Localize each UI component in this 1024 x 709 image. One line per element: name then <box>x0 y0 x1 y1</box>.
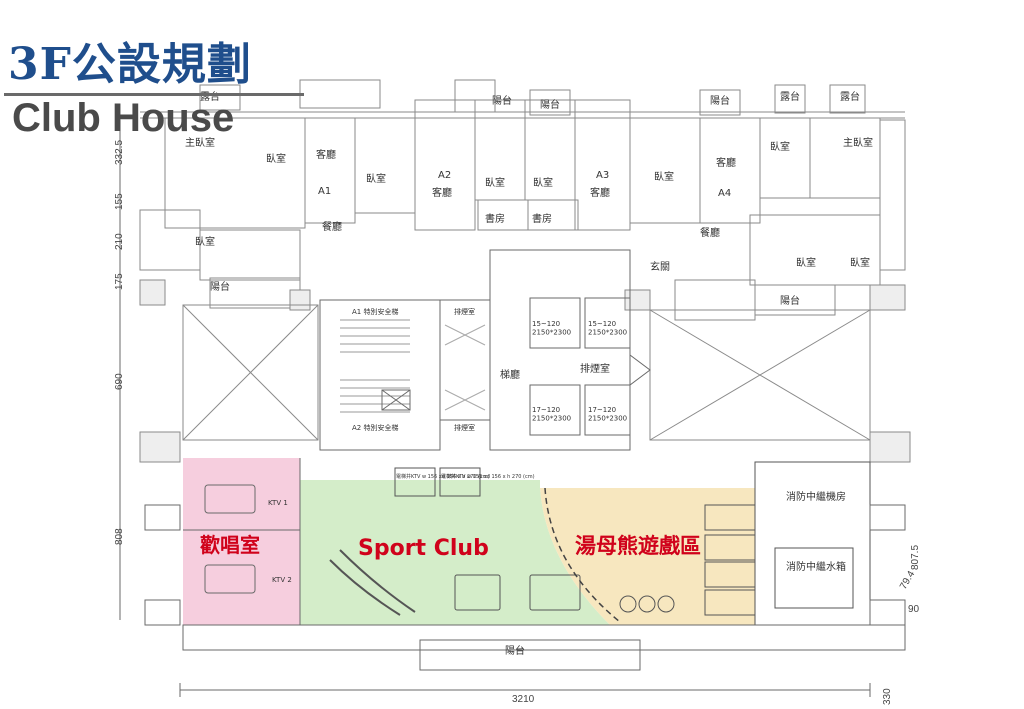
zone-label-sport-club: Sport Club <box>358 536 489 561</box>
label-dining-2: 餐廳 <box>700 226 720 239</box>
label-stair-a1: A1 特別安全梯 <box>352 307 398 316</box>
dim-bottom-right: 330 <box>882 688 893 705</box>
ktv-note-1: 電梯井KTV w 156 xd 156 x h 270 (cm) <box>396 473 490 480</box>
label-bedroom-8: 臥室 <box>796 256 816 269</box>
page-title: 3F公設規劃 <box>8 39 252 90</box>
kids-zone <box>540 488 755 625</box>
label-balcony-2: 陽台 <box>780 294 800 307</box>
label-smoke-room-center: 排煙室 <box>580 362 610 375</box>
label-dining-1: 餐廳 <box>322 220 342 233</box>
label-ktv1: KTV 1 <box>268 499 288 507</box>
dim-bottom: 3210 <box>512 694 535 705</box>
fire-equipment-rooms <box>754 461 871 626</box>
label-master-bedroom-right: 主臥室 <box>843 136 873 149</box>
sport-club-zone <box>300 480 610 625</box>
label-bedroom-1: 臥室 <box>266 152 286 165</box>
zone-label-kids: 湯母熊遊戲區 <box>575 534 701 558</box>
label-balcony-1: 陽台 <box>210 280 230 293</box>
zone-label-karaoke: 歡唱室 <box>200 533 260 557</box>
label-bedroom-6: 臥室 <box>770 140 790 153</box>
label-bedroom-2: 臥室 <box>366 172 386 185</box>
bottom-wall <box>119 120 906 697</box>
sport-equipment <box>329 467 581 616</box>
unit-a3: A3 <box>596 170 609 181</box>
label-bedroom-3: 臥室 <box>485 176 505 189</box>
label-study-2: 書房 <box>532 212 552 225</box>
room-labels: 主臥室 主臥室 臥室 臥室 臥室 臥室 臥室 臥室 臥室 臥室 臥室 客廳 客廳… <box>185 90 873 657</box>
title-divider <box>4 93 304 96</box>
label-balcony-5: 陽台 <box>710 94 730 107</box>
label-foyer: 玄關 <box>650 260 670 273</box>
dim-left-1: 332.5 <box>114 140 125 165</box>
label-living-3: 客廳 <box>590 186 610 199</box>
unit-a1: A1 <box>318 186 331 197</box>
dim-right-3: 90 <box>908 604 920 615</box>
karaoke-rooms <box>183 458 301 625</box>
label-dew-balcony-2: 露台 <box>780 90 800 103</box>
label-living-4: 客廳 <box>716 156 736 169</box>
dim-left-2: 155 <box>114 193 125 210</box>
label-smoke-room-1: 排煙室 <box>454 307 475 316</box>
karaoke-zone <box>183 458 300 625</box>
dim-left-5: 690 <box>114 373 125 390</box>
label-master-bedroom-left: 主臥室 <box>185 136 215 149</box>
unit-a4: A4 <box>718 188 731 199</box>
label-fire-pump-room: 消防中繼機房 <box>786 490 846 503</box>
label-living-1: 客廳 <box>316 148 336 161</box>
label-smoke-room-2: 排煙室 <box>454 423 475 432</box>
residential-units <box>139 79 911 463</box>
label-bedroom-4: 臥室 <box>533 176 553 189</box>
dim-right-2: 79.4 <box>898 569 917 592</box>
label-stair-a2: A2 特別安全梯 <box>352 423 398 432</box>
label-balcony-3: 陽台 <box>492 94 512 107</box>
label-bedroom-9: 臥室 <box>850 256 870 269</box>
label-balcony-4: 陽台 <box>540 98 560 111</box>
label-dew-balcony-3: 露台 <box>840 90 860 103</box>
label-ktv2: KTV 2 <box>272 576 292 584</box>
label-bedroom-7: 臥室 <box>195 235 215 248</box>
kids-zone-boundary <box>544 487 621 623</box>
label-balcony-bottom: 陽台 <box>505 644 525 657</box>
label-bedroom-5: 臥室 <box>654 170 674 183</box>
page-subtitle: Club House <box>12 96 235 140</box>
label-study-1: 書房 <box>485 212 505 225</box>
unit-a2: A2 <box>438 170 451 181</box>
ktv-note-2: 電梯井KTV w 156 xd 156 x h 270 (cm) <box>441 473 535 480</box>
dim-left-3: 210 <box>114 233 125 250</box>
label-fire-tank: 消防中繼水箱 <box>786 560 846 573</box>
label-living-2: 客廳 <box>432 186 452 199</box>
label-lobby: 梯廳 <box>500 368 520 381</box>
dim-right-1: 807.5 <box>910 545 921 570</box>
dim-left-4: 175 <box>114 273 125 290</box>
building-core <box>319 249 651 451</box>
dim-left-6: 808 <box>114 528 125 545</box>
